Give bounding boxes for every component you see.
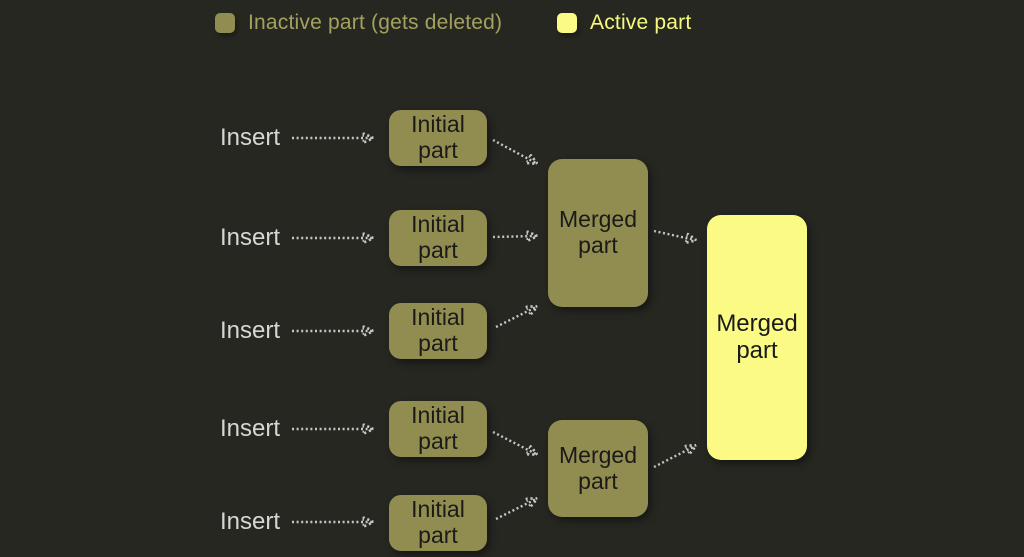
inactive-part-swatch — [215, 13, 235, 33]
active-part-swatch — [557, 13, 577, 33]
legend-item-inactive: Inactive part (gets deleted) — [215, 10, 502, 36]
arrow-initial1-to-merged1 — [492, 138, 536, 163]
initial-part-box-3: Initial part — [389, 303, 487, 359]
legend-item-active: Active part — [557, 10, 691, 36]
initial-part-box-1: Initial part — [389, 110, 487, 166]
arrow-merged2-to-active — [653, 446, 695, 469]
arrow-initial2-to-merged1 — [492, 236, 536, 237]
insert-label-2: Insert — [220, 224, 281, 251]
legend-label-inactive: Inactive part (gets deleted) — [248, 11, 503, 34]
initial-part-box-2: Initial part — [389, 210, 487, 266]
insert-label-5: Insert — [220, 508, 281, 535]
merged-part-box-inactive-2: Merged part — [548, 420, 648, 517]
legend-label-active: Active part — [590, 11, 692, 34]
initial-part-box-4: Initial part — [389, 401, 487, 457]
insert-label-1: Insert — [220, 124, 281, 151]
initial-part-box-5: Initial part — [389, 495, 487, 551]
arrow-initial3-to-merged1 — [495, 307, 536, 329]
merged-part-box-active: Merged part — [707, 215, 807, 460]
insert-label-3: Insert — [220, 317, 281, 344]
merged-part-box-inactive-1: Merged part — [548, 159, 648, 307]
arrow-initial5-to-merged2 — [495, 499, 536, 521]
arrow-initial4-to-merged2 — [492, 430, 536, 454]
arrow-merged1-to-active — [653, 231, 695, 240]
insert-label-4: Insert — [220, 415, 281, 442]
